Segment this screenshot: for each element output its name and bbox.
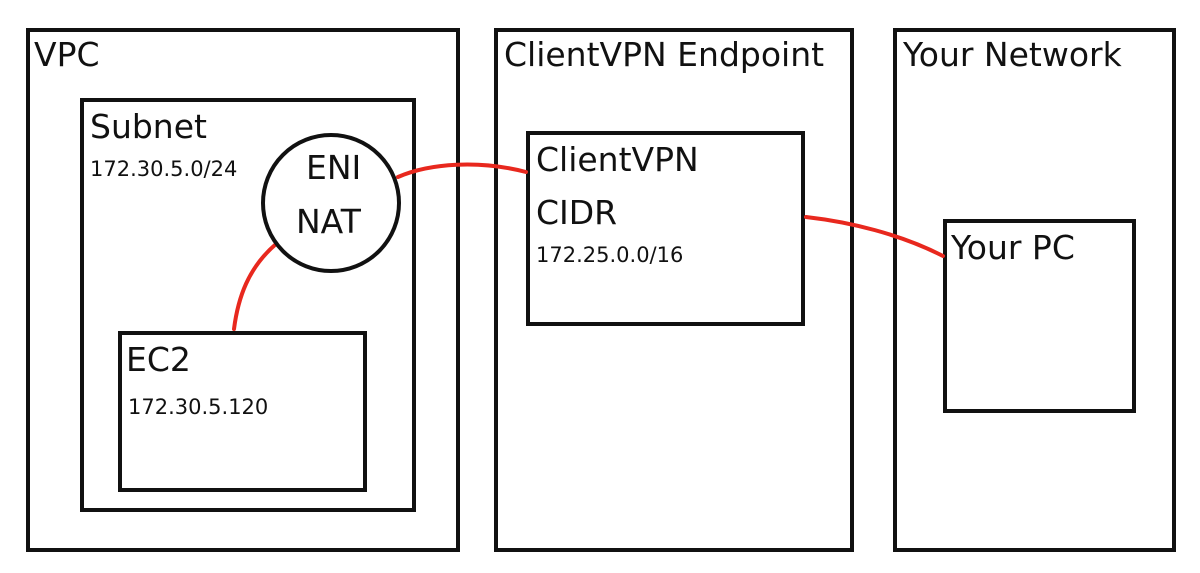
- client-vpn-cidr-title-line2: CIDR: [536, 193, 618, 232]
- eni-nat-circle: [261, 133, 401, 273]
- your-network-label: Your Network: [903, 35, 1122, 74]
- client-vpn-cidr-value: 172.25.0.0/16: [536, 243, 684, 267]
- eni-label: ENI: [306, 148, 362, 187]
- your-pc-label: Your PC: [951, 228, 1075, 267]
- subnet-label: Subnet: [90, 107, 207, 146]
- ec2-label: EC2: [126, 340, 191, 379]
- ec2-instance-box: [118, 331, 367, 492]
- ec2-ip: 172.30.5.120: [128, 395, 269, 419]
- vpc-label: VPC: [34, 35, 100, 74]
- nat-label: NAT: [296, 202, 361, 241]
- client-vpn-cidr-title-line1: ClientVPN: [536, 140, 699, 179]
- your-pc-box: [943, 219, 1136, 413]
- client-vpn-endpoint-label: ClientVPN Endpoint: [504, 35, 825, 74]
- client-vpn-cidr-box: [526, 131, 805, 326]
- subnet-cidr: 172.30.5.0/24: [90, 157, 238, 181]
